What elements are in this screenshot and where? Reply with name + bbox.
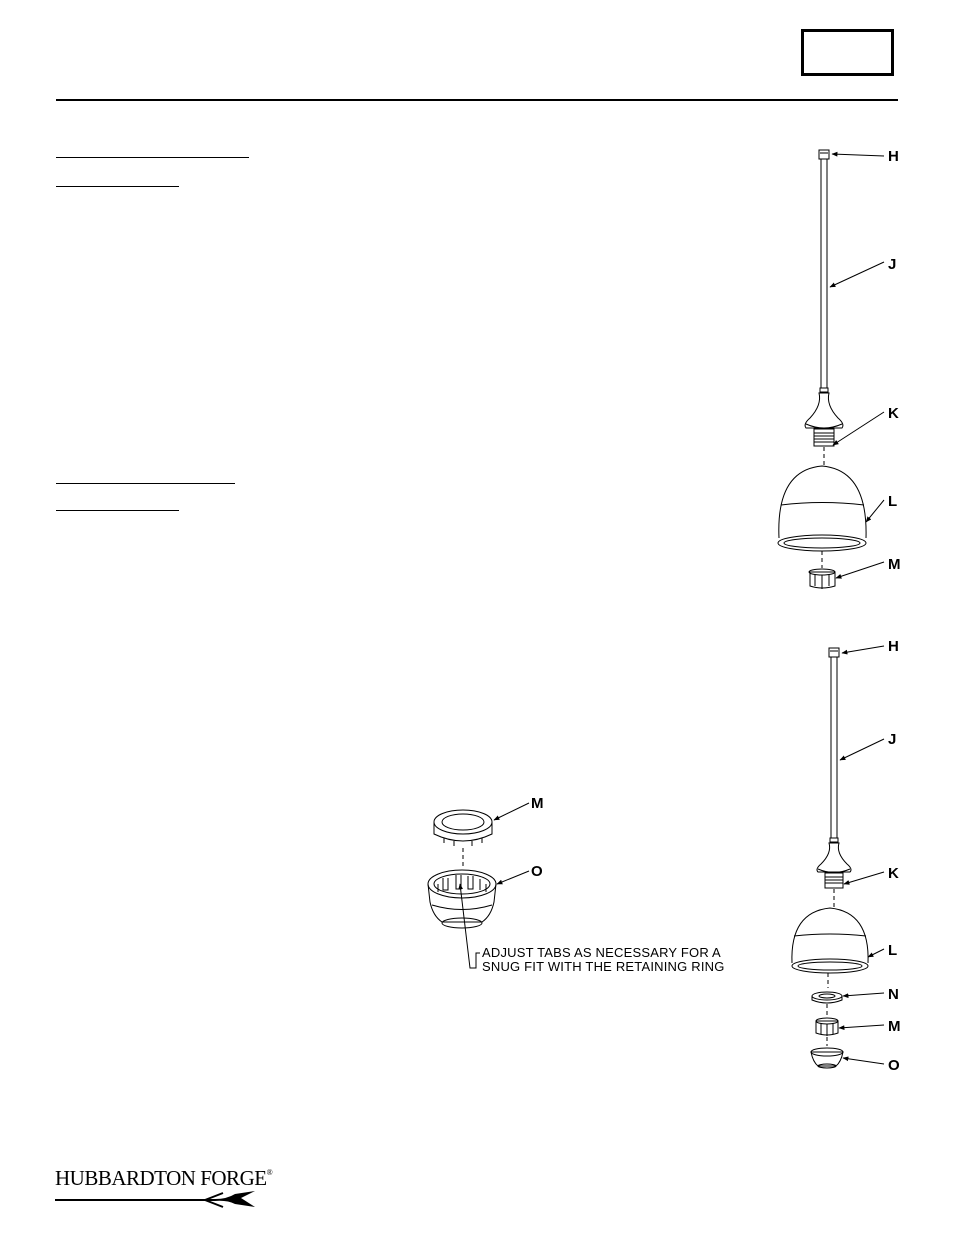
part-j-stem-top: [820, 159, 828, 388]
part-label-k-bottom: K: [888, 865, 899, 882]
part-label-m-detail: M: [531, 795, 544, 812]
section-1-heading-underline: [56, 157, 249, 158]
registered-mark: ®: [266, 1168, 273, 1177]
section-2-subheading-underline: [56, 510, 179, 511]
bottom-assembly-drawing: [791, 645, 885, 1069]
part-label-m-bottom: M: [888, 1018, 901, 1035]
section-2-heading-underline: [56, 483, 235, 484]
top-assembly-drawing: [777, 149, 885, 589]
detail-m-ring: [433, 809, 493, 846]
section-1-subheading-underline: [56, 186, 179, 187]
adjust-tabs-note: ADJUST TABS AS NECESSARY FOR A SNUG FIT …: [482, 946, 725, 974]
part-label-l-bottom: L: [888, 942, 898, 959]
part-label-h-bottom: H: [888, 638, 899, 655]
part-label-n-bottom: N: [888, 986, 899, 1003]
logo-wordmark: HUBBARDTON FORGE: [55, 1166, 267, 1190]
part-label-h-top: H: [888, 148, 899, 165]
part-l-shade-top: [778, 465, 867, 539]
part-k-canopy-top: [804, 392, 844, 429]
part-label-o-bottom: O: [888, 1057, 900, 1074]
part-label-j-top: J: [888, 256, 897, 273]
logo-tongs-icon: [55, 1191, 255, 1208]
part-label-j-bottom: J: [888, 731, 897, 748]
part-k-canopy-bottom: [816, 842, 852, 873]
part-j-stem-bottom: [830, 657, 838, 838]
part-h-cap-bottom: [828, 647, 840, 658]
part-label-o-detail: O: [531, 863, 543, 880]
part-label-k-top: K: [888, 405, 899, 422]
hubbardton-forge-logo: HUBBARDTON FORGE®: [55, 1166, 273, 1191]
part-l-shade-bottom: [791, 907, 869, 964]
part-h-cap-top: [818, 149, 830, 160]
note-line-2: SNUG FIT WITH THE RETAINING RING: [482, 959, 725, 974]
part-n-ring: [811, 991, 843, 1001]
header-rule: [56, 99, 898, 101]
detail-drawing: [427, 802, 530, 969]
part-label-m-top: M: [888, 556, 901, 573]
page-number-box: [801, 29, 894, 76]
part-label-l-top: L: [888, 493, 898, 510]
note-line-1: ADJUST TABS AS NECESSARY FOR A: [482, 945, 721, 960]
